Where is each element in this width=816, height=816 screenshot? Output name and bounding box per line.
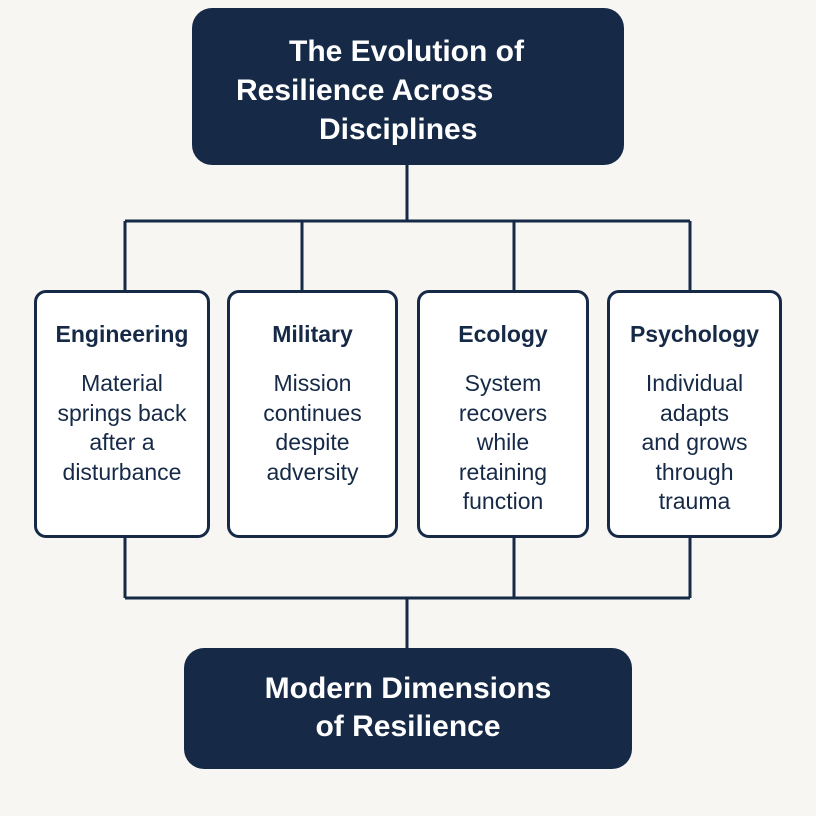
title-line-2: Resilience Across — [236, 74, 494, 107]
card-title: Psychology — [629, 321, 760, 347]
card-description: Mission continues despite adversity — [263, 370, 362, 485]
card-description: System recovers while retaining function — [458, 370, 548, 514]
title-line-3: Disciplines — [319, 113, 478, 146]
card-title: Military — [272, 321, 353, 347]
result-box: Modern Dimensions of Resilience — [184, 648, 632, 769]
discipline-card-psychology: Psychology Individual adapts and grows t… — [607, 290, 782, 538]
card-title: Ecology — [458, 321, 548, 347]
card-description: Material springs back after a disturbanc… — [57, 370, 187, 485]
title-line-1: The Evolution of — [289, 35, 524, 68]
result-title: Modern Dimensions of Resilience — [264, 672, 552, 743]
card-title: Engineering — [55, 321, 189, 347]
discipline-card-military: Military Mission continues despite adver… — [227, 290, 398, 538]
discipline-card-ecology: Ecology System recovers while retaining … — [417, 290, 589, 538]
title-box: The Evolution of Resilience Across Disci… — [192, 8, 624, 165]
card-description: Individual adapts and grows through trau… — [641, 370, 748, 514]
discipline-card-engineering: Engineering Material springs back after … — [34, 290, 210, 538]
